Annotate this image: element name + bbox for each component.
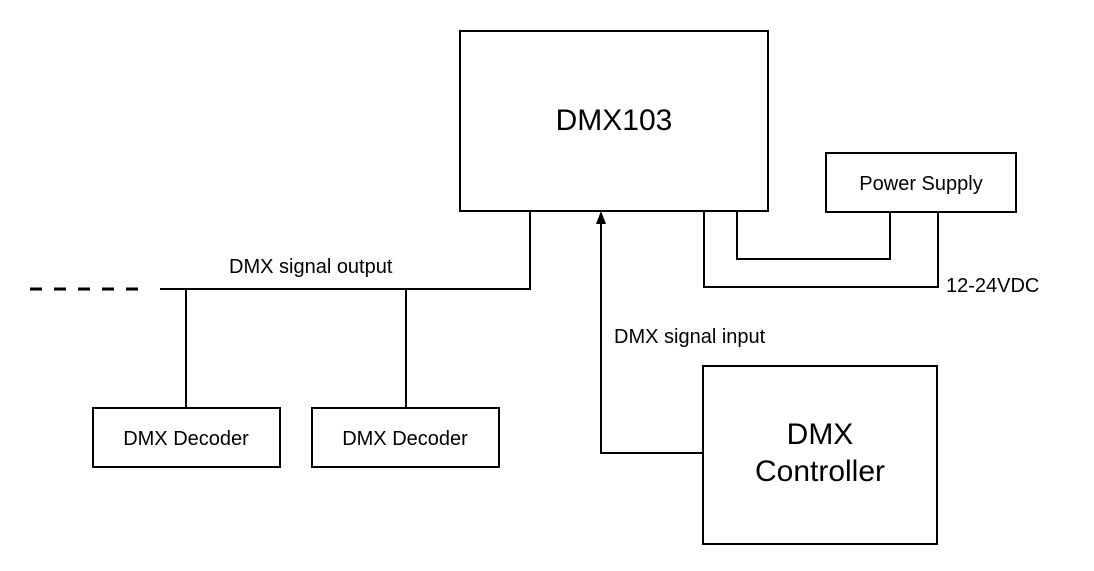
controller-label-line2: Controller: [755, 455, 885, 488]
decoder-1-label: DMX Decoder: [123, 428, 249, 450]
controller-label-line1: DMX: [787, 418, 854, 451]
power-wire-outer: [703, 211, 939, 288]
dmx-decoder-2: DMX Decoder: [311, 407, 500, 468]
input-signal-line: [600, 222, 703, 454]
power-wire-inner: [736, 211, 891, 260]
connections: [30, 211, 939, 454]
signal-input-label: DMX signal input: [614, 326, 766, 348]
output-bus-line: [160, 211, 531, 290]
dmx103-label: DMX103: [556, 104, 673, 137]
dmx-decoder-1: DMX Decoder: [92, 407, 281, 468]
voltage-label: 12-24VDC: [946, 275, 1039, 297]
power-supply-box: Power Supply: [825, 152, 1017, 213]
power-supply-label: Power Supply: [859, 173, 982, 195]
dmx-controller: DMX Controller: [702, 365, 938, 545]
decoder-2-label: DMX Decoder: [342, 428, 468, 450]
input-arrowhead: [596, 211, 606, 224]
signal-output-label: DMX signal output: [229, 256, 393, 278]
dmx103-unit: DMX103: [459, 30, 769, 212]
